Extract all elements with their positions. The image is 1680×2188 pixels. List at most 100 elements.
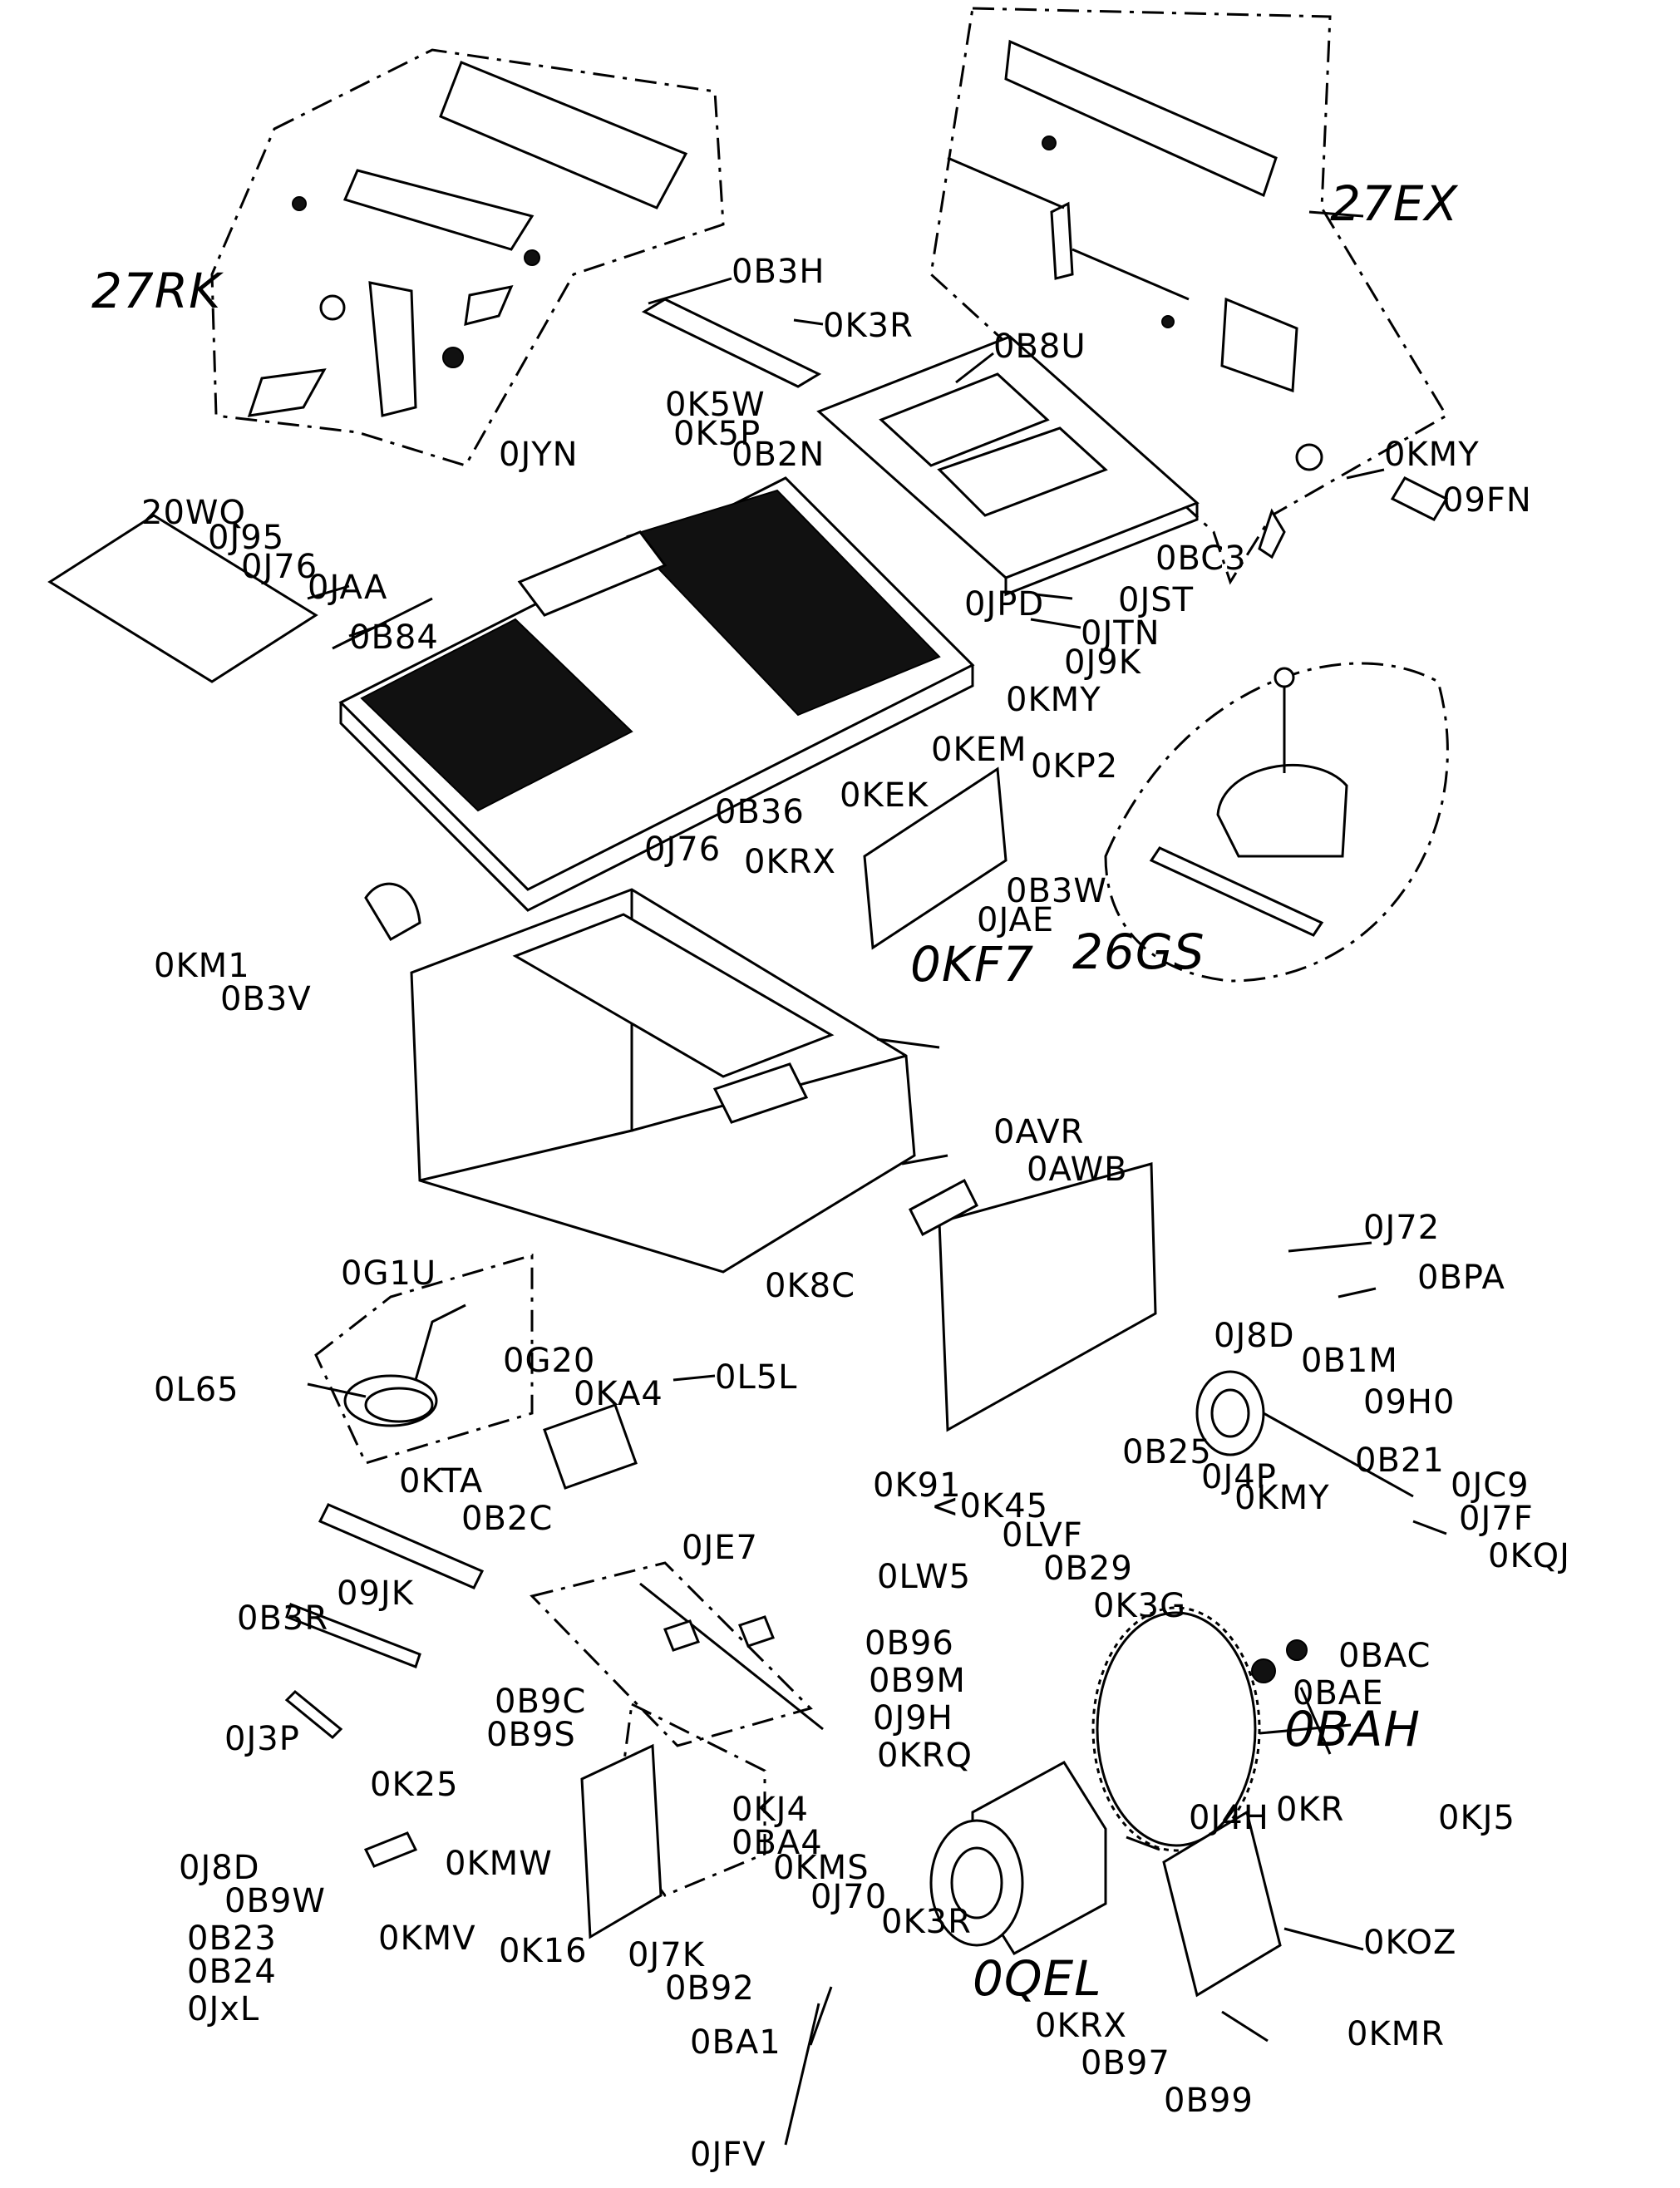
label-0B96: 0B96 <box>865 1624 954 1663</box>
label-0KA4: 0KA4 <box>574 1375 663 1413</box>
blade-guard <box>1162 1810 1282 1998</box>
label-0KRQ: 0KRQ <box>877 1737 973 1775</box>
part-labels: 27RK 27EX 0B3H 0K3R 0B8U 0K5W 0K5P 0B2N … <box>91 175 1570 2174</box>
label-0BA1: 0BA1 <box>690 2023 781 2062</box>
label-0KRX-mid: 0KRX <box>744 843 836 881</box>
label-0K3R-top: 0K3R <box>823 307 914 345</box>
label-0K5W: 0K5W <box>665 386 766 424</box>
label-0JAA: 0JAA <box>308 569 387 607</box>
label-0J4P: 0J4P <box>1201 1458 1277 1496</box>
label-0B24: 0B24 <box>187 1953 277 1991</box>
label-0KEM: 0KEM <box>931 731 1027 769</box>
label-0L5L: 0L5L <box>715 1358 797 1397</box>
label-0K3R-low: 0K3R <box>881 1903 972 1941</box>
label-0J7K: 0J7K <box>628 1936 706 1974</box>
label-0J70: 0J70 <box>810 1878 887 1916</box>
label-0J9H: 0J9H <box>873 1699 953 1737</box>
label-0J8D-right: 0J8D <box>1214 1317 1295 1355</box>
label-0BPA: 0BPA <box>1417 1259 1505 1297</box>
label-0KQJ: 0KQJ <box>1488 1537 1570 1575</box>
label-0J8D-low: 0J8D <box>179 1849 260 1887</box>
switch-plate <box>909 1162 1157 1432</box>
label-0JC9: 0JC9 <box>1451 1466 1530 1505</box>
label-0L65: 0L65 <box>154 1371 239 1409</box>
leader-lines <box>307 210 1447 2146</box>
card-20WQ <box>47 514 318 683</box>
label-27EX: 27EX <box>1330 175 1458 232</box>
panel-0B3W <box>863 766 1008 950</box>
label-0B92: 0B92 <box>665 1969 755 2008</box>
label-0J9K: 0J9K <box>1064 643 1142 682</box>
label-0B9W: 0B9W <box>224 1882 326 1920</box>
assembly-26GS <box>1104 662 1449 983</box>
label-0BAC: 0BAC <box>1338 1637 1431 1675</box>
label-0KEK: 0KEK <box>840 776 929 815</box>
assembly-27RK <box>210 48 725 467</box>
label-0K16: 0K16 <box>499 1932 588 1970</box>
label-0B3W: 0B3W <box>1006 872 1107 910</box>
label-0KMV: 0KMV <box>378 1919 476 1958</box>
trunnion-group <box>530 1561 824 1747</box>
label-0B3H: 0B3H <box>732 253 825 291</box>
label-0BA4: 0BA4 <box>732 1824 823 1862</box>
label-0B9C: 0B9C <box>495 1683 586 1721</box>
label-0B1M: 0B1M <box>1301 1342 1398 1380</box>
label-0B97: 0B97 <box>1081 2044 1170 2082</box>
label-09FN: 09FN <box>1442 481 1532 520</box>
label-0J4H: 0J4H <box>1189 1799 1269 1837</box>
label-0KF7: 0KF7 <box>910 936 1034 993</box>
label-0KTA: 0KTA <box>399 1462 483 1501</box>
label-0B3V: 0B3V <box>220 980 312 1018</box>
saw-base <box>364 882 916 1274</box>
label-0JFV: 0JFV <box>690 2136 766 2174</box>
label-0JAE: 0JAE <box>977 901 1054 939</box>
label-0K25: 0K25 <box>370 1766 459 1804</box>
label-0J72: 0J72 <box>1363 1209 1440 1247</box>
label-26GS: 26GS <box>1072 924 1205 980</box>
label-0JXL: 0JxL <box>187 1990 259 2028</box>
label-0KMY-low: 0KMY <box>1234 1479 1330 1517</box>
motor <box>929 1761 1107 1955</box>
label-0B29: 0B29 <box>1043 1550 1133 1588</box>
label-0K5P: 0K5P <box>673 415 761 453</box>
label-0B23: 0B23 <box>187 1919 277 1958</box>
label-0KOZ: 0KOZ <box>1363 1924 1456 1962</box>
label-0B99: 0B99 <box>1164 2082 1254 2120</box>
label-27RK: 27RK <box>91 263 224 319</box>
label-0B21: 0B21 <box>1355 1441 1445 1480</box>
label-0J95: 0J95 <box>208 519 284 557</box>
label-0B25: 0B25 <box>1122 1433 1212 1471</box>
label-0JTN: 0JTN <box>1081 614 1160 653</box>
label-0J76-left: 0J76 <box>241 548 318 586</box>
label-0K91: 0K91 <box>873 1466 962 1505</box>
label-0KMR: 0KMR <box>1347 2015 1445 2053</box>
label-0KMW: 0KMW <box>445 1845 553 1883</box>
label-0LW5: 0LW5 <box>877 1558 971 1596</box>
label-0KHS: <0K45 <box>931 1487 1048 1525</box>
saw-blade <box>1091 1606 1308 1852</box>
label-0KMS: 0KMS <box>773 1849 870 1887</box>
label-0JPD: 0JPD <box>964 585 1044 623</box>
label-20WQ: 20WQ <box>141 494 246 532</box>
label-0KJ4: 0KJ4 <box>732 1791 809 1829</box>
label-09H0: 09H0 <box>1363 1383 1455 1422</box>
label-0B8U: 0B8U <box>993 328 1086 366</box>
label-0B2C: 0B2C <box>461 1500 553 1538</box>
label-0J76-mid: 0J76 <box>644 830 721 869</box>
label-0AVR: 0AVR <box>993 1113 1084 1151</box>
label-0B2N: 0B2N <box>732 436 825 474</box>
label-0KRX-low: 0KRX <box>1035 2007 1127 2045</box>
label-0K8C: 0K8C <box>765 1267 855 1305</box>
label-0J7F: 0J7F <box>1459 1500 1534 1538</box>
label-0K3G: 0K3G <box>1093 1587 1186 1625</box>
label-0JST: 0JST <box>1118 581 1194 619</box>
label-0B3R: 0B3R <box>237 1599 328 1638</box>
wrenches <box>284 1503 485 1740</box>
label-09JK: 09JK <box>337 1574 415 1613</box>
power-cord <box>314 1253 534 1465</box>
label-0B84: 0B84 <box>349 618 439 657</box>
label-0BAH: 0BAH <box>1284 1701 1421 1757</box>
label-0KMY-mid: 0KMY <box>1006 681 1101 719</box>
label-0JYN: 0JYN <box>499 436 579 474</box>
